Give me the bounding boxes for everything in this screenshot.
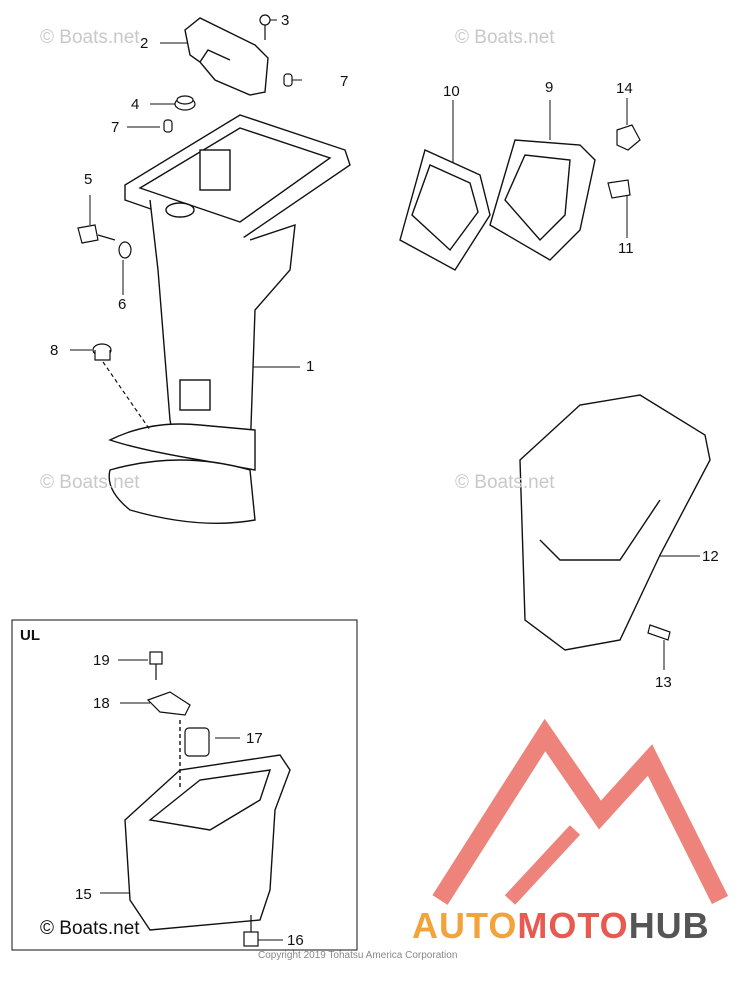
callout-5: 5	[84, 171, 93, 188]
plug-part-8	[92, 343, 151, 431]
callout-13: 13	[655, 674, 672, 691]
watermark-top-right: © Boats.net	[455, 27, 555, 48]
callout-3: 3	[281, 12, 290, 29]
watermark-mid-left: © Boats.net	[40, 472, 140, 493]
callout-2: 2	[140, 35, 149, 52]
watermark-bottom-left: © Boats.net	[40, 918, 140, 939]
callout-1: 1	[306, 358, 315, 375]
automotohub-wordmark: AUTOMOTOHUB	[412, 905, 710, 947]
drive-shaft-housing-part-1	[108, 114, 351, 525]
nut-part-14	[616, 124, 641, 151]
callout-9: 9	[545, 79, 554, 96]
callout-16: 16	[287, 932, 304, 949]
copyright-text: Copyright 2019 Tohatsu America Corporati…	[258, 950, 458, 961]
bolt-part-19	[149, 651, 163, 680]
grommet-part-4	[174, 95, 196, 111]
callout-7a: 7	[340, 73, 349, 90]
lower-cover-part-12	[519, 394, 711, 651]
inset-box	[11, 619, 358, 951]
gasket-part-10	[399, 149, 491, 271]
callout-4: 4	[131, 96, 140, 113]
callout-18: 18	[93, 695, 110, 712]
callout-11: 11	[618, 240, 634, 257]
automotohub-logo-mark	[432, 718, 729, 905]
brand-part1: AUTO	[412, 905, 518, 946]
screw-part-3	[259, 14, 271, 40]
callout-14: 14	[616, 80, 633, 97]
pins-part-7	[163, 73, 293, 133]
leader-lines	[70, 19, 700, 941]
callout-8: 8	[50, 342, 59, 359]
gasket-part-18	[146, 691, 191, 716]
exhaust-plate-part-9	[489, 139, 596, 261]
callout-19: 19	[93, 652, 110, 669]
callout-15: 15	[75, 886, 92, 903]
brand-part2: MOTO	[517, 905, 629, 946]
bracket-part-2	[184, 17, 269, 96]
callout-7b: 7	[111, 119, 120, 136]
callout-6: 6	[118, 296, 127, 313]
screw-part-13	[647, 624, 671, 641]
extension-part-15	[124, 720, 291, 931]
bolt-part-11	[607, 179, 631, 199]
bolt-part-16	[243, 915, 259, 947]
bolt-part-5	[77, 224, 116, 244]
washer-part-6	[118, 241, 132, 259]
callout-10: 10	[443, 83, 460, 100]
watermark-top-left: © Boats.net	[40, 27, 140, 48]
brand-part3: HUB	[628, 905, 710, 946]
bushing-part-17	[184, 727, 210, 757]
callout-12: 12	[702, 548, 719, 565]
inset-label: UL	[20, 627, 40, 644]
watermark-mid-right: © Boats.net	[455, 472, 555, 493]
callout-17: 17	[246, 730, 263, 747]
